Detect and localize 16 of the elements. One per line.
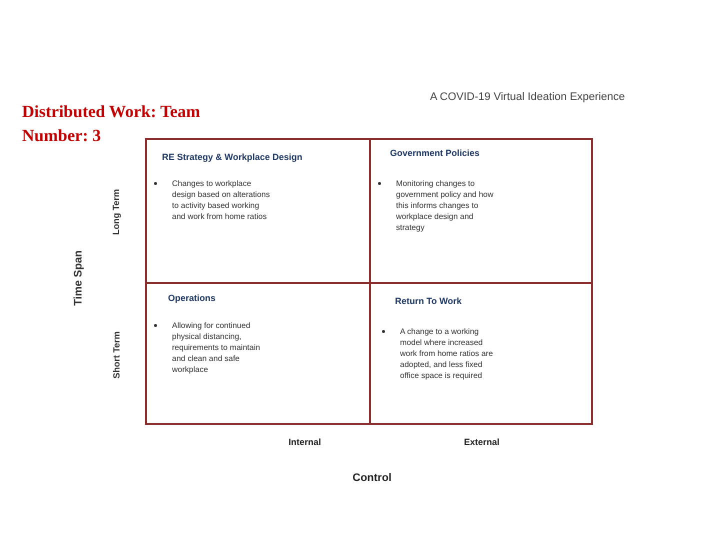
bullet-text: A change to a working model where increased work from home ratios are adopted, and less fixed office space is required [400,326,494,381]
axis-label: Short Term [111,331,122,379]
title: Distributed Work: Team Number: 3 [22,101,202,147]
axis-title: Time Span [72,250,84,306]
bullet-text: Monitoring changes to government policy and how this informs changes to workplace design and strategy [396,178,494,233]
quadrant-heading: RE Strategy & Workplace Design [162,152,302,162]
quadrant-heading: Government Policies [390,148,480,158]
quadrant-heading: Return To Work [395,296,462,306]
tagline: A COVID-19 Virtual Ideation Experience [430,91,625,103]
quadrant-heading: Operations [168,293,216,303]
axis-label: External [464,437,500,447]
axis-label: Long Term [110,189,121,235]
axis-title: Control [352,472,392,484]
axis-label: Internal [288,437,322,447]
bullet-text: Changes to workplace design based on alterations to activity based working and work from home ratios [172,178,271,222]
bullet-text: Allowing for continued physical distancing, requirements to maintain and clean and safe workplace [172,320,262,375]
